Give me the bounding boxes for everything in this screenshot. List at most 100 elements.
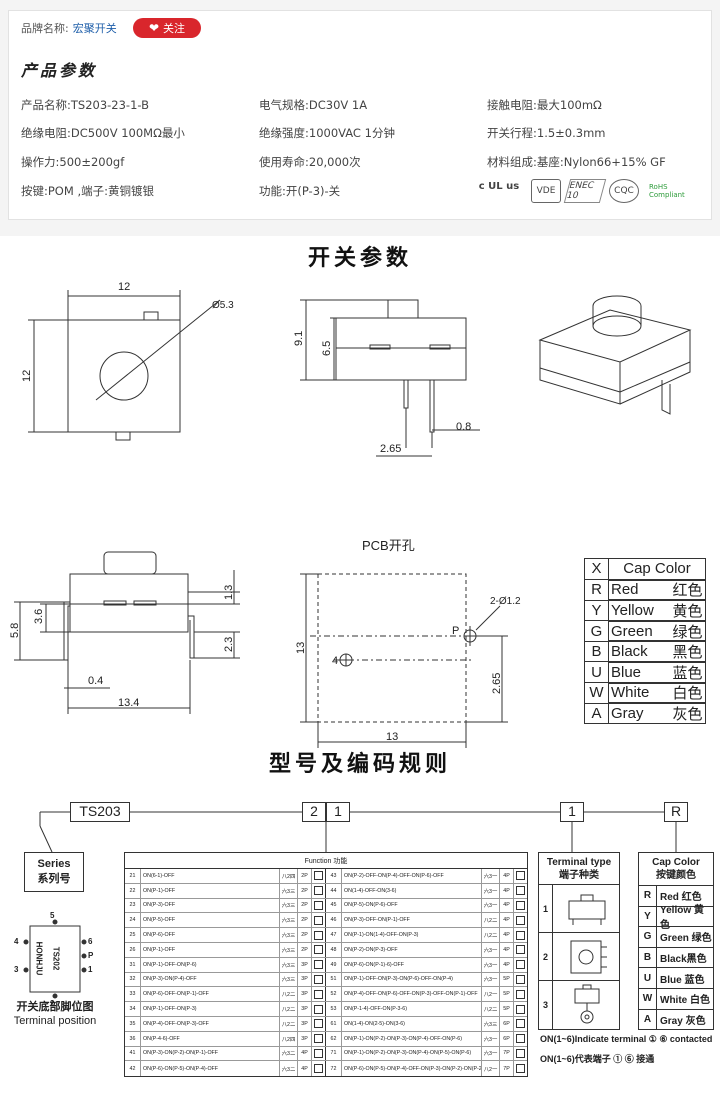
function-number: 48 bbox=[326, 942, 342, 957]
function-description: ON(P-5)-ON(P-6)-OFF bbox=[344, 902, 398, 909]
terminal-type-row: 3 bbox=[539, 981, 619, 1029]
terminal-type-1-icon bbox=[568, 894, 606, 925]
function-symbol-icon bbox=[311, 987, 325, 1002]
cap-color-code-value: Gray 灰色 bbox=[660, 1015, 706, 1027]
function-number: 43 bbox=[326, 869, 342, 883]
function-position: 六3三 bbox=[279, 913, 297, 928]
function-symbol-icon bbox=[513, 1002, 527, 1016]
terminal-type-2-icon bbox=[570, 940, 607, 974]
function-number: 36 bbox=[125, 1031, 141, 1046]
param-button-terminal: 按键:POM ,端子:黄铜镀银 bbox=[21, 184, 154, 198]
param-operating-force: 操作力:500±200gf bbox=[21, 155, 125, 169]
function-position: 六3三 bbox=[279, 928, 297, 942]
function-number: 51 bbox=[326, 972, 342, 987]
function-pin-count: 3P bbox=[297, 987, 311, 1002]
function-pin-count: 2P bbox=[297, 898, 311, 913]
function-symbol-icon bbox=[513, 869, 527, 883]
heart-icon: ❤ bbox=[148, 21, 160, 35]
chip-text-brand: HONHJU bbox=[34, 941, 44, 976]
function-position: 六3一 bbox=[481, 1046, 499, 1061]
dimension-drawings: 12 12 Ø5.3 9.1 6.5 0.8 2.65 bbox=[9, 281, 692, 748]
pcb-offset: 2.65 bbox=[491, 673, 503, 694]
param-product-name: 产品名称:TS203-23-1-B bbox=[21, 98, 150, 112]
cap-color-code-key: R bbox=[639, 886, 657, 906]
function-description: ON(P-5)-OFF bbox=[143, 917, 176, 924]
parameter-card: 品牌名称: 宏聚开关 ❤ 关注 产品参数 产品名称:TS203-23-1-B 电… bbox=[8, 10, 712, 220]
function-number: 72 bbox=[326, 1061, 342, 1077]
cap-color-key: G bbox=[584, 620, 609, 642]
function-number: 62 bbox=[326, 1031, 342, 1046]
brand-name-link[interactable]: 宏聚开关 bbox=[72, 22, 117, 35]
function-number: 26 bbox=[125, 942, 141, 957]
function-number: 33 bbox=[125, 987, 141, 1002]
function-position: 六3三 bbox=[279, 898, 297, 913]
brand-row: 品牌名称: 宏聚开关 bbox=[21, 19, 117, 37]
function-description: ON(P-1)-OFF-ON(P-6) bbox=[143, 961, 197, 968]
cap-color-code-key: A bbox=[639, 1009, 657, 1030]
cap-color-en: Green bbox=[611, 622, 653, 640]
cap-color-cn: 黑色 bbox=[672, 644, 703, 662]
function-pin-count: 4P bbox=[499, 957, 513, 972]
function-description: ON(P-3)-ON(P-2)-ON(P-1)-OFF bbox=[143, 1050, 219, 1057]
function-position: 六3一 bbox=[481, 883, 499, 898]
ul-cert-icon: c UL us bbox=[478, 181, 520, 192]
pin-p-label: P bbox=[88, 951, 94, 960]
function-position: 八2二 bbox=[481, 1002, 499, 1016]
follow-button[interactable]: ❤ 关注 bbox=[133, 18, 201, 38]
vde-cert-icon: VDE bbox=[531, 179, 561, 203]
pin-6-label: 6 bbox=[88, 937, 93, 946]
cap-color-key: B bbox=[584, 640, 609, 663]
function-symbol-icon bbox=[311, 1046, 325, 1061]
function-symbol-icon bbox=[513, 972, 527, 987]
function-position: 六3三 bbox=[481, 1016, 499, 1031]
terminal-type-en: Terminal type bbox=[546, 857, 612, 868]
cap-color-en: Black bbox=[611, 643, 648, 661]
cap-color-cn: 红色 bbox=[672, 582, 703, 600]
function-pin-count: 5P bbox=[499, 972, 513, 987]
function-position: 六3二 bbox=[279, 1046, 297, 1061]
function-symbol-icon bbox=[311, 957, 325, 972]
function-pin-count: 4P bbox=[297, 1061, 311, 1077]
param-material: 材料组成:基座:Nylon66+15% GF bbox=[487, 155, 666, 169]
function-number: 23 bbox=[125, 898, 141, 913]
function-number: 41 bbox=[125, 1046, 141, 1061]
function-symbol-icon bbox=[513, 928, 527, 942]
function-pin-count: 7P bbox=[499, 1046, 513, 1061]
series-code-box: TS203 bbox=[70, 802, 130, 822]
section-title: 产品参数 bbox=[21, 61, 98, 80]
dim-side-h2: 6.5 bbox=[321, 341, 333, 356]
function-symbol-icon bbox=[513, 1016, 527, 1031]
function-position: 六3一 bbox=[481, 1031, 499, 1046]
cap-color-value: Black 黑色 bbox=[609, 641, 706, 662]
function-description: ON(P-2)-OFF-ON(P-4)-OFF-ON(P-6)-OFF bbox=[344, 872, 444, 879]
terminal-type-row: 1 bbox=[539, 885, 619, 933]
cap-color-code-cn: 按键颜色 bbox=[656, 870, 696, 881]
function-pin-count: 5P bbox=[499, 987, 513, 1002]
function-symbol-icon bbox=[513, 957, 527, 972]
front-view-drawing bbox=[14, 551, 240, 714]
function-symbol-icon bbox=[513, 898, 527, 913]
function-description: ON(P-4-6)-OFF bbox=[143, 1035, 180, 1042]
terminal-type-cn: 端子种类 bbox=[559, 870, 599, 881]
top-view-drawing bbox=[28, 290, 221, 441]
cap-color-code-key: Y bbox=[639, 906, 657, 927]
